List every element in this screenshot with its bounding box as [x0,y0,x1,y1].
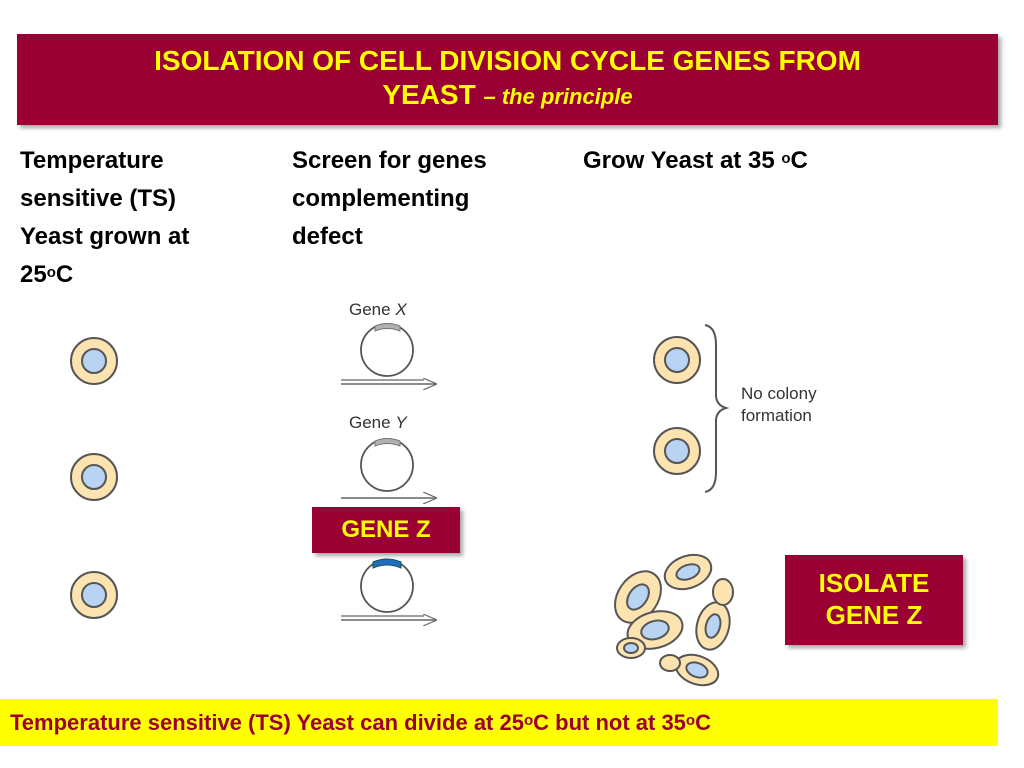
col3-main: Grow Yeast at 35 [583,147,782,174]
title-banner: ISOLATION OF CELL DIVISION CYCLE GENES F… [17,34,998,125]
gene-y-label: Gene Y [349,413,408,432]
ts-yeast-cell-2 [70,453,118,501]
ts-yeast-cell-3 [70,571,118,619]
footer-part-1: Temperature sensitive (TS) Yeast can div… [10,710,524,735]
col2-line-1: Screen for genes [292,147,487,174]
isolate-line-1: ISOLATE [818,568,930,598]
col1-line-2: sensitive (TS) [20,185,177,212]
footer-degree-1: o [523,712,534,729]
col1-degree: o [46,264,56,281]
isolate-gene-z-box: ISOLATE GENE Z [785,555,963,645]
col1-line-4: 25oC [20,256,270,294]
plasmid-gene-x [360,323,414,377]
dividing-yeast-colony [614,553,734,687]
col1-line-3: Yeast grown at [20,223,190,250]
column-screen-text: Screen for genes complementing defect [292,142,562,256]
ts-yeast-cell-1 [70,337,118,385]
gene-x-label: Gene X [349,300,407,319]
col1-temp-unit: C [55,261,74,288]
footer-part-3: C [695,710,711,735]
footer-part-2: C but not at 35 [533,710,686,735]
no-colony-line-2: formation [741,406,812,425]
col2-line-3: defect [292,223,363,250]
column-ts-yeast-text: Temperature sensitive (TS) Yeast grown a… [20,142,270,294]
title-line-2: YEAST – the principle [17,78,998,114]
footer-degree-2: o [685,712,696,729]
title-subtitle: – the principle [483,84,633,109]
gene-z-box: GENE Z [312,507,460,553]
column-grow-text: Grow Yeast at 35 oC [583,142,913,180]
plasmid-gene-y [360,438,414,492]
plasmid-gene-z [360,558,414,613]
col1-line-1: Temperature [20,147,164,174]
col2-line-2: complementing [292,185,470,212]
col3-degree: o [781,150,791,167]
no-growth-cell-2 [653,427,701,475]
title-yeast: YEAST [382,79,484,110]
no-growth-cell-1 [653,336,701,384]
footer-caption: Temperature sensitive (TS) Yeast can div… [0,699,998,746]
no-colony-line-1: No colony [741,384,817,403]
title-line-1: ISOLATION OF CELL DIVISION CYCLE GENES F… [154,45,861,76]
isolate-line-2: GENE Z [825,600,923,630]
col3-unit: C [790,147,808,174]
brace [704,324,730,493]
col1-temp-value: 25 [20,261,47,288]
